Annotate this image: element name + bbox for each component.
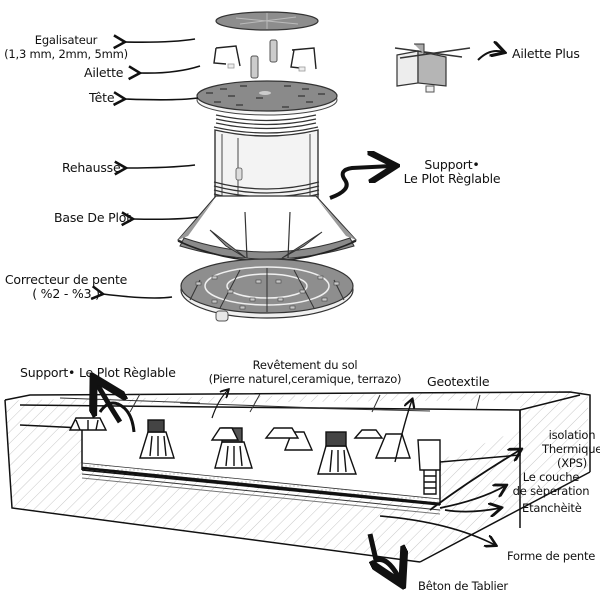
support-squiggle-arrow [329, 166, 392, 200]
section-label-geotextile: Geotextile [427, 374, 490, 389]
correcteur-part [180, 258, 354, 322]
label-base-de-plot: Base De Plot [54, 210, 131, 225]
label-support-plot-reglable: Support• Le Plot Règlable [392, 158, 512, 186]
label-rehausse: Rehausse [62, 160, 121, 175]
section-label-forme-de-pente: Forme de pente [507, 549, 596, 563]
couche-line2: de sèperation [512, 484, 590, 498]
support-line2: Le Plot Règlable [403, 171, 501, 186]
egalisateur-title: Egalisateur [34, 33, 98, 47]
label-ailette-plus: Ailette Plus [512, 46, 580, 61]
ailette-part [213, 39, 317, 79]
section-pedestals [68, 417, 441, 495]
section-label-etancheite: Etanchèitè [522, 501, 582, 515]
section-label-revetement: Revêtement du sol (Pierre naturel,cerami… [200, 358, 410, 386]
revetement-materials: (Pierre naturel,ceramique, terrazo) [208, 372, 402, 386]
section-label-beton: Bêton de Tablier [418, 579, 508, 593]
pedestal-exploded [176, 11, 358, 322]
correcteur-title: Correcteur de pente [4, 272, 128, 287]
tete-part [196, 80, 338, 116]
isolation-line3: (XPS) [556, 456, 588, 470]
section-label-couche: Le couche de sèperation [506, 470, 596, 498]
correcteur-range: ( %2 - %3 ) [32, 286, 100, 301]
egalisateur-part [215, 11, 319, 31]
section-view [4, 382, 591, 580]
label-tete: Tête [89, 90, 115, 105]
label-correcteur-de-pente: Correcteur de pente ( %2 - %3 ) [4, 273, 128, 301]
egalisateur-sizes: (1,3 mm, 2mm, 5mm) [4, 47, 128, 61]
label-ailette: Ailette [84, 65, 124, 80]
leader-arrows-upper [90, 34, 503, 301]
rehausse-part [213, 129, 320, 208]
isolation-line1: isolation [548, 428, 596, 442]
base-part [176, 195, 358, 262]
section-label-isolation: isolation Thermique (XPS) [542, 428, 600, 470]
revetement-title: Revêtement du sol [252, 358, 358, 372]
section-label-support: Support• Le Plot Règlable [20, 365, 176, 380]
thread-neck [213, 114, 319, 134]
isolation-line2: Thermique [542, 442, 600, 456]
ailette-plus-part [394, 43, 471, 93]
couche-line1: Le couche [522, 470, 580, 484]
label-egalisateur: Egalisateur (1,3 mm, 2mm, 5mm) [2, 33, 130, 61]
support-line1: Support• [424, 157, 480, 172]
